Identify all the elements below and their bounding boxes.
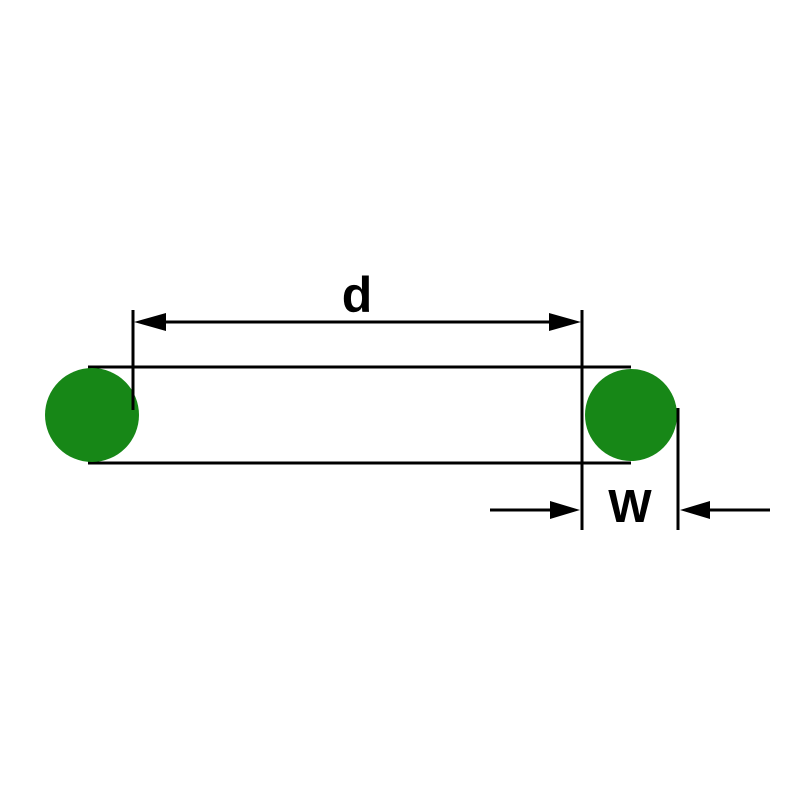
d-arrowhead-right-icon	[549, 313, 581, 331]
w-arrowhead-left-icon	[550, 501, 580, 519]
d-arrowhead-left-icon	[134, 313, 166, 331]
oring-cross-section-right	[585, 369, 677, 461]
cross-section-width-label: W	[608, 480, 652, 532]
inner-diameter-label: d	[342, 267, 373, 323]
w-arrowhead-right-icon	[680, 501, 710, 519]
oring-cross-section-left	[45, 368, 139, 462]
